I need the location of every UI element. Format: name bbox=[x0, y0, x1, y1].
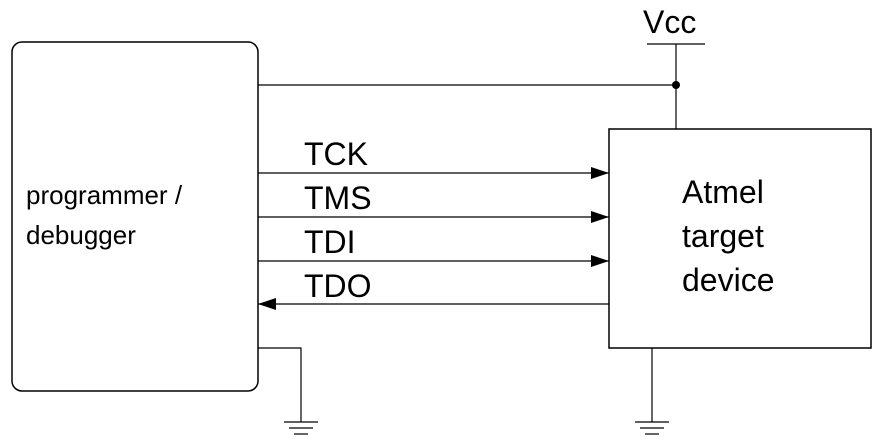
signal-label-tck: TCK bbox=[304, 136, 368, 172]
ground-icon bbox=[635, 421, 669, 435]
ground-icon bbox=[284, 421, 318, 435]
target-label-line3: device bbox=[682, 262, 775, 298]
junction-dot-icon bbox=[672, 81, 680, 89]
signal-label-tdo: TDO bbox=[304, 268, 372, 304]
target-device-box bbox=[608, 128, 872, 349]
signal-label-tdi: TDI bbox=[304, 224, 356, 260]
target-label-line2: target bbox=[682, 218, 764, 254]
signal-label-tms: TMS bbox=[304, 180, 372, 216]
programmer-label-line1: programmer / bbox=[26, 180, 183, 210]
target-label-line1: Atmel bbox=[682, 174, 764, 210]
programmer-ground-wire bbox=[258, 347, 302, 422]
programmer-label-line2: debugger bbox=[26, 220, 136, 250]
vcc-label: Vcc bbox=[643, 4, 697, 40]
